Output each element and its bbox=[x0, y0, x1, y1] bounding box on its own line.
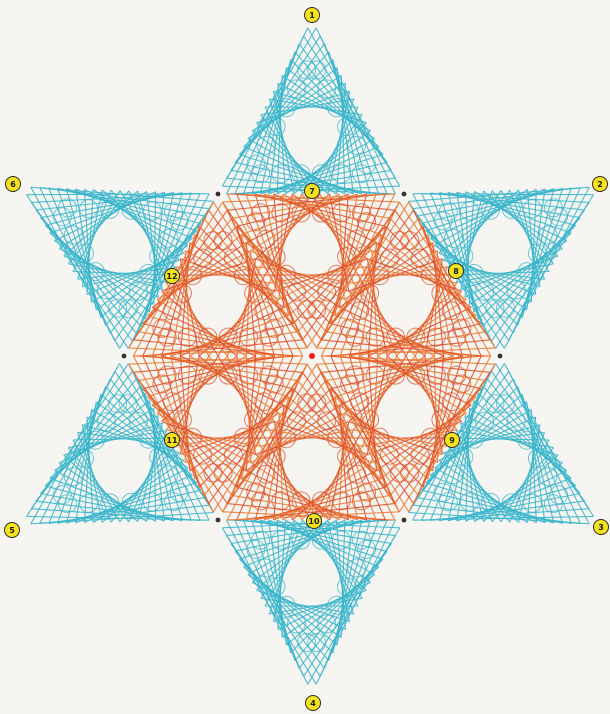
badge-5: 5 bbox=[5, 523, 20, 538]
badge-11: 11 bbox=[165, 433, 180, 448]
vertex-dot bbox=[498, 354, 503, 359]
badge-label: 9 bbox=[449, 436, 455, 445]
badge-label: 5 bbox=[9, 526, 15, 535]
badge-1: 1 bbox=[305, 8, 320, 23]
badge-10: 10 bbox=[307, 514, 322, 529]
badge-2: 2 bbox=[593, 177, 608, 192]
badge-label: 6 bbox=[10, 180, 16, 189]
badge-9: 9 bbox=[445, 433, 460, 448]
vertex-dot bbox=[216, 192, 221, 197]
badge-3: 3 bbox=[594, 520, 609, 535]
badge-4: 4 bbox=[306, 696, 321, 711]
center-dot bbox=[309, 353, 315, 359]
badge-label: 12 bbox=[166, 272, 177, 281]
vertex-dot bbox=[402, 518, 407, 523]
vertex-dot bbox=[402, 192, 407, 197]
badge-label: 4 bbox=[310, 699, 316, 708]
badge-label: 7 bbox=[309, 187, 315, 196]
badge-label: 1 bbox=[309, 11, 315, 20]
badge-label: 8 bbox=[453, 267, 459, 276]
vertex-dot bbox=[216, 518, 221, 523]
badge-12: 12 bbox=[165, 269, 180, 284]
badge-7: 7 bbox=[305, 184, 320, 199]
badge-label: 2 bbox=[597, 180, 603, 189]
badge-6: 6 bbox=[6, 177, 21, 192]
vertex-dot bbox=[122, 354, 127, 359]
badge-8: 8 bbox=[449, 264, 464, 279]
badge-label: 10 bbox=[308, 517, 320, 526]
badge-label: 3 bbox=[598, 523, 604, 532]
badge-label: 11 bbox=[166, 436, 178, 445]
